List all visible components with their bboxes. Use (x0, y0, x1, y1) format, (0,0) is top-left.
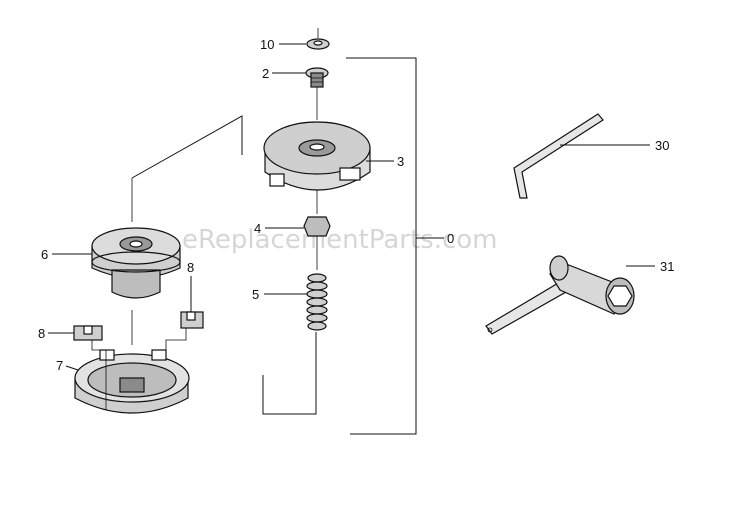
housing-part-7 (74, 310, 190, 414)
bolt-part-2 (305, 67, 329, 120)
washer-part-10 (306, 28, 330, 50)
callout-5: 5 (252, 287, 259, 302)
hex-key-part-30 (513, 113, 650, 199)
callout-2: 2 (262, 66, 269, 81)
callout-10: 10 (260, 37, 274, 52)
assembly-bracket (346, 57, 444, 435)
callout-31: 31 (660, 259, 674, 274)
spring-part-5 (306, 273, 328, 331)
watermark-text: eReplacementParts.com (182, 225, 498, 255)
callout-8-left: 8 (38, 326, 45, 341)
callout-6: 6 (41, 247, 48, 262)
cover-part-3 (263, 121, 371, 191)
t-wrench-part-31 (485, 255, 655, 335)
spool-part-6 (91, 178, 181, 299)
leader-lines (48, 43, 394, 371)
clip-part-8-right (165, 311, 204, 350)
nut-part-4 (303, 190, 331, 270)
group-bracket-upper (131, 115, 243, 179)
callout-4: 4 (254, 221, 261, 236)
callout-7: 7 (56, 358, 63, 373)
callout-0: 0 (447, 231, 454, 246)
callout-3: 3 (397, 154, 404, 169)
group-bracket-lower (262, 332, 317, 415)
callout-30: 30 (655, 138, 669, 153)
callout-8-right: 8 (187, 260, 194, 275)
